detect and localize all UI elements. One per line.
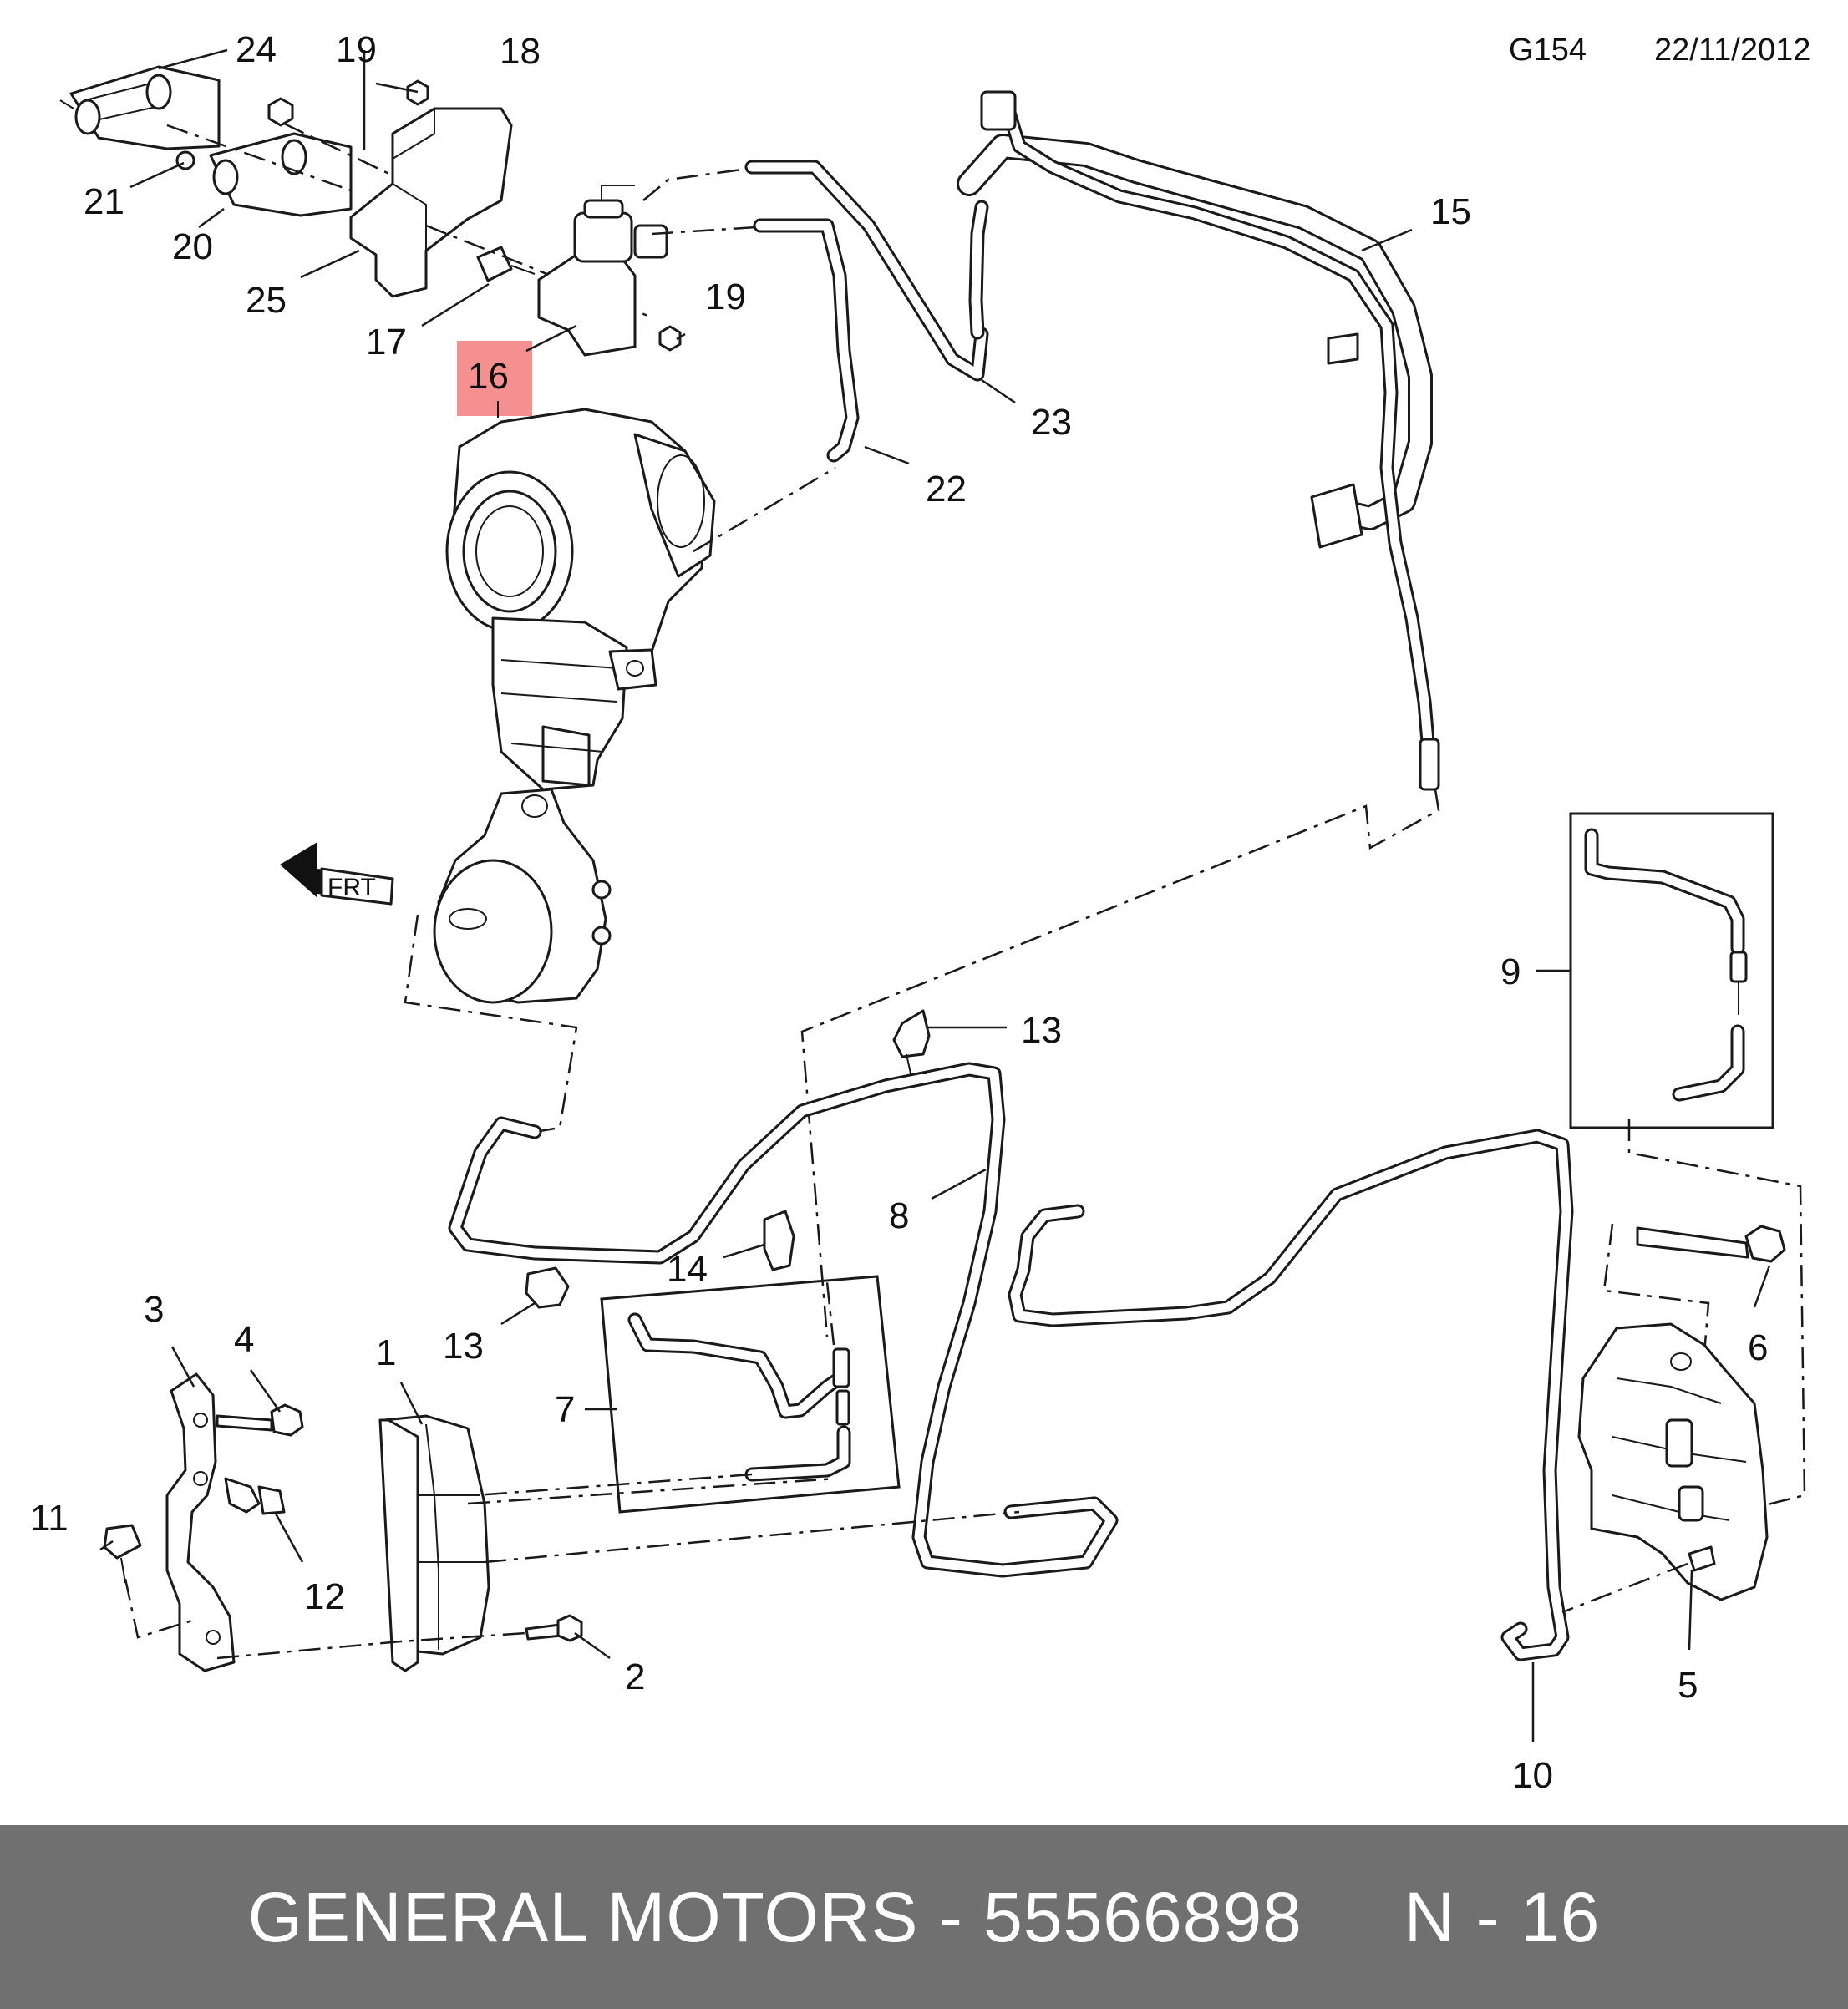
callout-20: 20 — [172, 226, 213, 267]
callout-21: 21 — [84, 181, 124, 222]
callout-24: 24 — [236, 29, 277, 70]
diagram-date: 22/11/2012 — [1654, 33, 1810, 68]
footer-part-number: 55566898 — [983, 1877, 1302, 1956]
valve-assembly-5 — [1561, 1322, 1769, 1614]
callout-2: 2 — [625, 1656, 645, 1697]
clip-12 — [224, 1477, 286, 1515]
push-pin-11 — [103, 1524, 193, 1639]
vacuum-hose-8 — [448, 1062, 1119, 1578]
callout-19-top: 19 — [336, 29, 377, 70]
hose-clip-13-upper — [892, 1009, 931, 1074]
bracket-assembly-top-left — [59, 65, 652, 319]
hose-clip-14 — [763, 1210, 795, 1271]
leader-lines — [99, 48, 1771, 1742]
callout-17: 17 — [366, 322, 407, 363]
footer-text: GENERAL MOTORS - 55566898 N - 16 — [247, 1877, 1601, 1956]
callout-25: 25 — [246, 280, 287, 321]
vacuum-hose-23 — [642, 160, 989, 382]
callout-11: 11 — [30, 1498, 69, 1539]
vacuum-solenoid-valve — [537, 185, 682, 357]
callout-13-lower: 13 — [443, 1326, 484, 1367]
hose-kit-box-7 — [475, 1275, 901, 1514]
vacuum-hose-harness-15 — [800, 90, 1440, 1337]
callout-4: 4 — [234, 1319, 254, 1360]
svg-text:FRT: FRT — [327, 874, 376, 901]
callout-5: 5 — [1678, 1665, 1698, 1706]
callout-8: 8 — [889, 1195, 909, 1236]
callout-15: 15 — [1430, 191, 1471, 232]
callout-19-mid: 19 — [705, 276, 746, 317]
bolt-6 — [1602, 1223, 1786, 1354]
callout-23: 23 — [1031, 402, 1072, 443]
highlight-box — [457, 341, 532, 416]
mounting-bracket-3 — [165, 1372, 236, 1672]
reservoir-tank-1 — [378, 1414, 490, 1672]
callout-9: 9 — [1500, 951, 1521, 992]
turbocharger — [445, 401, 716, 791]
vacuum-hose-22 — [651, 218, 860, 463]
callout-1: 1 — [376, 1332, 396, 1373]
callout-18: 18 — [500, 31, 541, 72]
front-direction-arrow-icon: FRT — [280, 842, 394, 906]
callout-22: 22 — [926, 469, 967, 510]
callout-14: 14 — [667, 1249, 708, 1290]
vacuum-hose-10 — [1008, 1129, 1574, 1661]
callout-numbers: 24 19 18 21 20 25 17 19 15 23 22 9 13 8 … — [30, 29, 1768, 1796]
bolt-4 — [216, 1403, 304, 1437]
diagram-code: G154 — [1509, 33, 1587, 68]
parts-diagram: G154 22/11/2012 — [30, 29, 1810, 1796]
vacuum-pump — [433, 788, 612, 1004]
highlight-number: 16 — [468, 356, 509, 397]
callout-7: 7 — [555, 1389, 575, 1430]
footer-banner: GENERAL MOTORS - 55566898 N - 16 — [0, 1825, 1848, 2009]
hose-clip-13-lower — [525, 1266, 570, 1309]
bolt-2 — [525, 1614, 583, 1642]
callout-10: 10 — [1512, 1755, 1553, 1796]
callout-6: 6 — [1748, 1327, 1768, 1368]
footer-brand: GENERAL MOTORS — [247, 1877, 919, 1956]
callout-3: 3 — [144, 1289, 164, 1330]
footer-item: N - 16 — [1404, 1877, 1601, 1956]
hose-kit-box-9 — [1569, 812, 1806, 1509]
callout-12: 12 — [304, 1576, 345, 1617]
callout-13-upper: 13 — [1021, 1010, 1062, 1051]
